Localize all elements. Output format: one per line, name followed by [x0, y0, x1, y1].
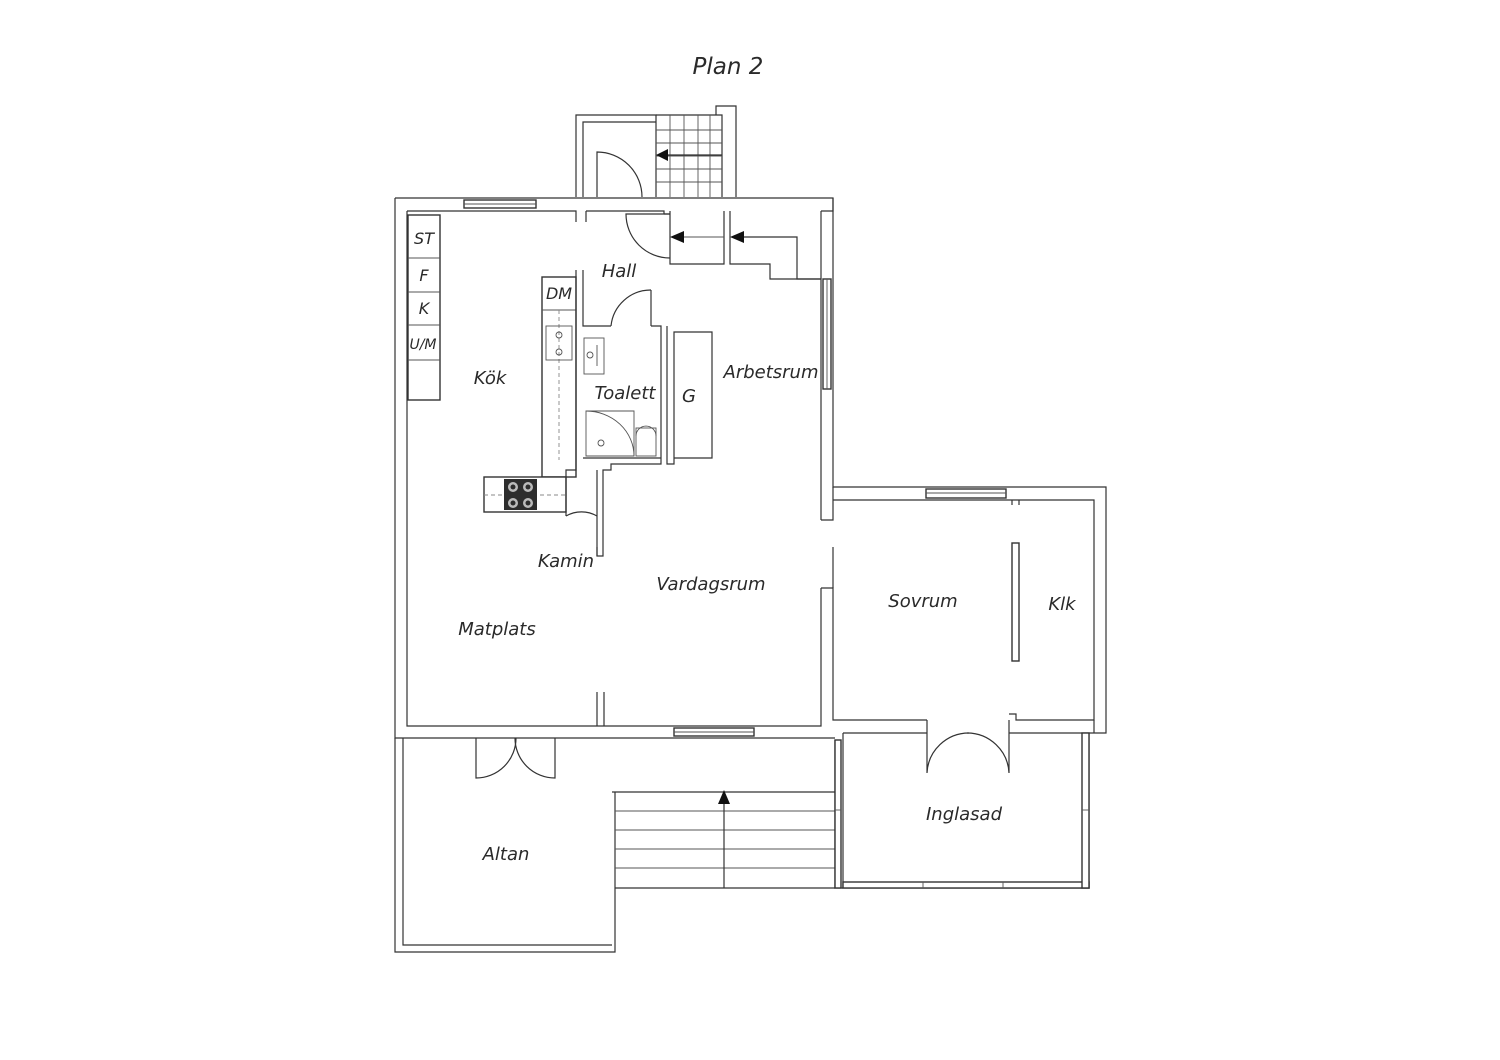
room-label-kamin: Kamin: [538, 551, 594, 572]
room-label-toalett: Toalett: [594, 383, 656, 404]
stair-arrow-icon: [670, 231, 684, 243]
altan-deck: [394, 737, 835, 953]
stair-arrow-icon: [656, 149, 668, 161]
room-label-altan: Altan: [482, 844, 530, 865]
kitchen-wall-units: [407, 214, 441, 401]
plan-title: Plan 2: [693, 54, 764, 80]
room-label-um: U/M: [409, 337, 436, 353]
room-label-f: F: [419, 266, 429, 285]
room-label-k: K: [419, 299, 431, 318]
stair-arrow-icon: [718, 790, 730, 804]
stair-arrow-icon: [730, 231, 744, 243]
room-label-kok: Kök: [474, 368, 508, 389]
room-label-hall: Hall: [602, 261, 637, 282]
hall-stairs: [625, 211, 821, 280]
entrance-stairs: [575, 105, 737, 198]
toilet-block: [565, 270, 713, 557]
room-label-inglasad: Inglasad: [926, 804, 1003, 825]
inglasad-room: [834, 732, 1094, 889]
sovrum-double-door: [926, 720, 1010, 774]
room-label-sovrum: Sovrum: [888, 591, 957, 612]
room-label-matplats: Matplats: [458, 619, 536, 640]
main-walls: [394, 197, 1107, 739]
room-label-klk: Klk: [1048, 594, 1077, 615]
room-label-g: G: [682, 386, 696, 407]
room-label-vardagsrum: Vardagsrum: [656, 574, 765, 595]
room-label-st: ST: [414, 229, 435, 248]
kitchen-island: [483, 276, 577, 513]
wardrobe-partition: [1011, 542, 1020, 662]
room-label-arbetsrum: Arbetsrum: [723, 362, 819, 383]
room-label-dm: DM: [546, 284, 572, 303]
